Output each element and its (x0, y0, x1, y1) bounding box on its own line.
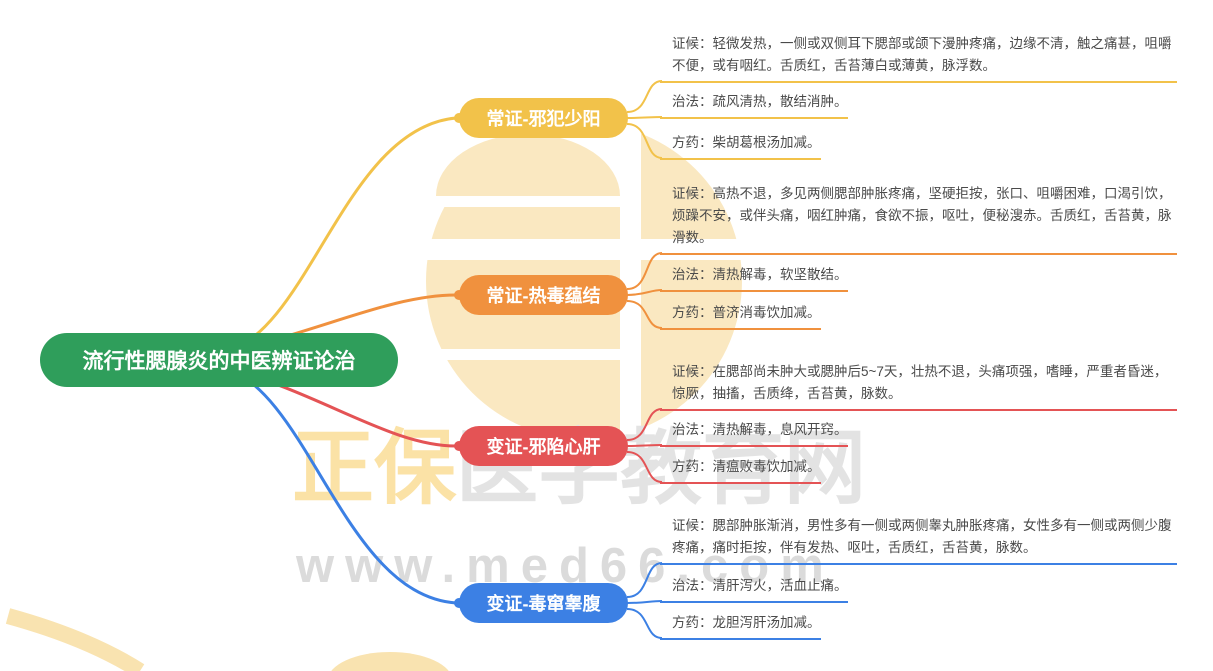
watermark-brand-gold: 正保 (292, 423, 457, 514)
leaf-fangyao[interactable]: 方药：清瘟败毒饮加减。 (660, 456, 821, 484)
leaf-zhenghou[interactable]: 证候：轻微发热，一侧或双侧耳下腮部或颌下漫肿疼痛，边缘不清，触之痛甚，咀嚼不便，… (660, 33, 1177, 83)
leaf-zhifa[interactable]: 治法：清肝泻火，活血止痛。 (660, 575, 848, 603)
leaf-fangyao[interactable]: 方药：龙胆泻肝汤加减。 (660, 612, 821, 640)
leaf-zhenghou[interactable]: 证候：高热不退，多见两侧腮部肿胀疼痛，坚硬拒按，张口、咀嚼困难，口渴引饮，烦躁不… (660, 183, 1177, 255)
leaf-fangyao[interactable]: 方药：普济消毒饮加减。 (660, 302, 821, 330)
branch-node-bianzheng-duchuangaofu[interactable]: 变证-毒窜睾腹 (459, 583, 628, 623)
leaf-zhenghou[interactable]: 证候：在腮部尚未肿大或腮肿后5~7天，壮热不退，头痛项强，嗜睡，严重者昏迷，惊厥… (660, 361, 1177, 411)
leaf-zhifa[interactable]: 治法：清热解毒，软坚散结。 (660, 264, 848, 292)
root-node[interactable]: 流行性腮腺炎的中医辨证论治 (40, 333, 398, 387)
leaf-zhifa[interactable]: 治法：清热解毒，息风开窍。 (660, 419, 848, 447)
leaf-fangyao[interactable]: 方药：柴胡葛根汤加减。 (660, 132, 821, 160)
branch-node-changzheng-reduyunjie[interactable]: 常证-热毒蕴结 (459, 275, 628, 315)
branch-node-bianzheng-xiexianxingan[interactable]: 变证-邪陷心肝 (459, 426, 628, 466)
leaf-zhenghou[interactable]: 证候：腮部肿胀渐消，男性多有一侧或两侧睾丸肿胀疼痛，女性多有一侧或两侧少腹疼痛，… (660, 515, 1177, 565)
leaf-zhifa[interactable]: 治法：疏风清热，散结消肿。 (660, 91, 848, 119)
branch-node-changzheng-xiefanshaoyang[interactable]: 常证-邪犯少阳 (459, 98, 628, 138)
